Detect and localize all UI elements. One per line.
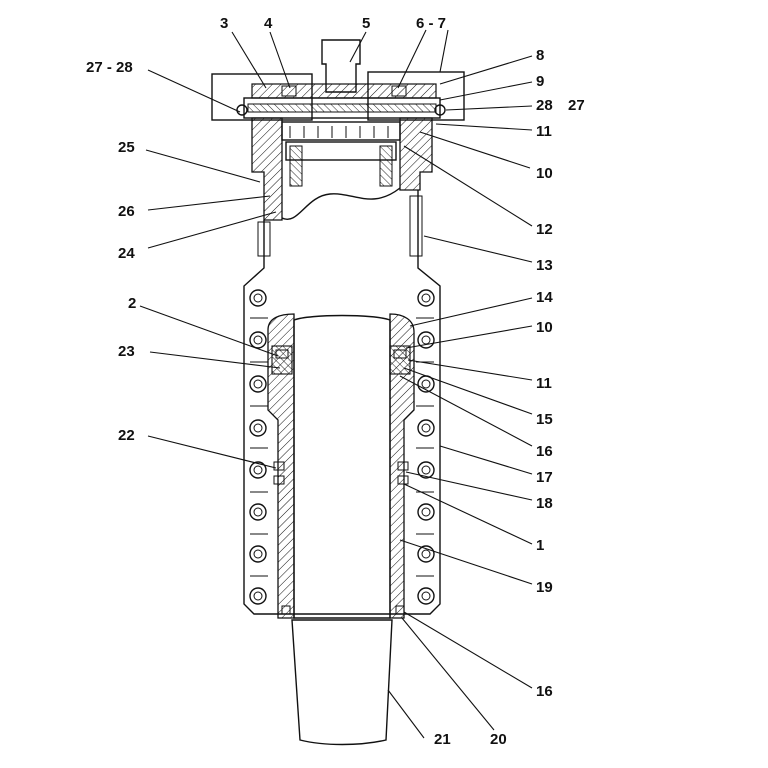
cap-seal-band [247,103,437,113]
piston-right-stud [379,145,393,187]
callout-14: 14 [536,289,553,306]
callout-18: 18 [536,495,553,512]
callout-12: 12 [536,221,553,238]
right-roller-column [416,289,435,605]
outer-barrel [243,256,441,619]
callout-4: 4 [264,15,273,32]
right-cap-bolt [434,104,446,116]
rod-tapered-end [291,619,393,746]
callout-22: 22 [118,427,135,444]
callout-labels: 3 4 5 6 - 7 8 9 28 27 27 - 28 11 10 25 2… [86,15,585,748]
callout-6-7: 6 - 7 [416,15,446,32]
bolt-ring [281,121,401,141]
callout-2: 2 [128,295,136,312]
leader-lines [139,29,533,739]
callout-26: 26 [118,203,135,220]
flange-plate [251,83,437,99]
cylinder-head [251,117,433,257]
inner-rod [291,314,393,746]
cap-body [243,97,441,119]
callout-21: 21 [434,731,451,748]
top-cap-assembly [211,39,465,121]
callout-28-right: 28 [536,97,553,114]
callout-11-top: 11 [536,123,552,140]
callout-27-right: 27 [568,97,585,114]
callout-13: 13 [536,257,553,274]
callout-20: 20 [490,731,507,748]
head-left-wall [251,117,283,221]
left-roller-column [249,289,268,605]
callout-16-mid: 16 [536,443,553,460]
left-gland-seal [271,345,293,375]
break-line [281,187,401,221]
callout-19: 19 [536,579,553,596]
barrel-right-wall [389,313,415,619]
left-guide-ring-b [273,475,285,485]
barrel-outline [243,256,441,615]
barrel-left-wall [267,313,295,619]
callout-10-top: 10 [536,165,553,182]
callout-10-mid: 10 [536,319,553,336]
right-guide-ring-a [397,461,409,471]
left-bottom-seal [281,605,291,615]
callout-16-bottom: 16 [536,683,553,700]
right-guide-strip [409,195,423,257]
callout-23: 23 [118,343,135,360]
bolt-ring-teeth [289,126,389,138]
callout-27-28: 27 - 28 [86,59,133,76]
callout-24: 24 [118,245,135,262]
callout-1: 1 [536,537,544,554]
right-bottom-seal [395,605,405,615]
callout-17: 17 [536,469,553,486]
callout-11-mid: 11 [536,375,552,392]
right-guide-ring-b [397,475,409,485]
left-guide-ring-a [273,461,285,471]
piston-left-stud [289,145,303,187]
callout-5: 5 [362,15,370,32]
callout-8: 8 [536,47,544,64]
callout-3: 3 [220,15,228,32]
inner-piston-top [285,141,397,161]
callout-15: 15 [536,411,553,428]
rod-body [293,314,391,619]
callout-9: 9 [536,73,544,90]
callout-25: 25 [118,139,135,156]
left-cap-bolt [236,104,248,116]
